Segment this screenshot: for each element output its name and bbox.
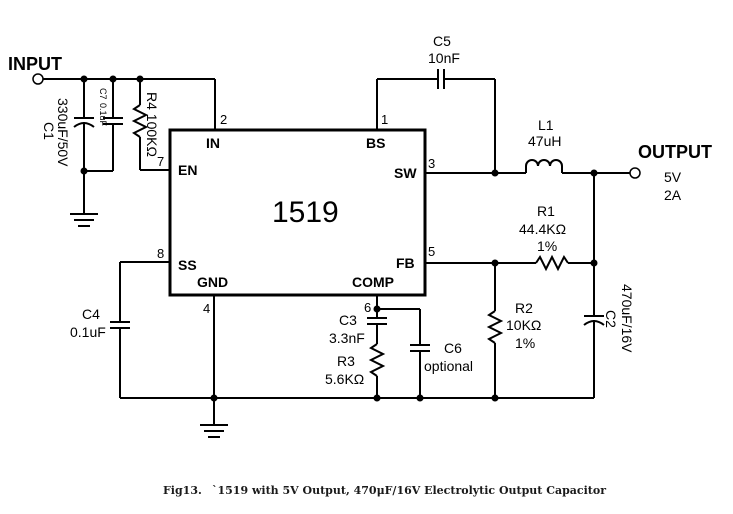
inductor-l1 (525, 159, 563, 173)
l1-name: L1 (538, 117, 554, 133)
pin-ss-name: SS (178, 257, 197, 273)
c1-name: C1 (41, 122, 57, 140)
l1-value: 47uH (528, 133, 561, 149)
r3-value: 5.6KΩ (325, 371, 364, 387)
c4-name: C4 (82, 306, 100, 322)
c4-value: 0.1uF (70, 324, 106, 340)
resistor-r3 (368, 343, 386, 377)
pin-bs-num: 1 (381, 112, 388, 127)
capacitor-c2 (583, 315, 605, 398)
junction-dot (491, 394, 499, 402)
r4-value: 100KΩ (144, 114, 160, 157)
pin-ss-num: 8 (157, 246, 164, 261)
output-voltage: 5V (664, 169, 682, 185)
c1-value: 330uF/50V (55, 98, 71, 167)
resistor-r1 (535, 254, 569, 272)
output-terminal (629, 167, 641, 179)
ic-name: 1519 (272, 196, 339, 229)
capacitor-c4 (110, 321, 130, 398)
pin-bs-name: BS (366, 135, 385, 151)
capacitor-c5 (437, 69, 445, 89)
pin-fb-num: 5 (428, 244, 435, 259)
junction-dot (491, 169, 499, 177)
figure-number: Fig13. (163, 484, 202, 497)
capacitor-c1 (73, 79, 95, 171)
c7-value: 0.1uF (98, 103, 108, 127)
capacitor-c6 (410, 344, 430, 398)
c2-name: C2 (603, 310, 619, 328)
input-label: INPUT (8, 54, 62, 74)
pin-en-num: 7 (157, 154, 164, 169)
pin-comp-name: COMP (352, 274, 394, 290)
c7-name: C7 (98, 88, 108, 100)
ground-symbol (200, 424, 228, 438)
c2-value: 470uF/16V (619, 284, 635, 353)
r2-value: 10KΩ (506, 317, 541, 333)
r1-tol: 1% (537, 238, 557, 254)
c3-value: 3.3nF (329, 330, 365, 346)
r2-tol: 1% (515, 335, 535, 351)
pin-sw-name: SW (394, 165, 417, 181)
pin-en-name: EN (178, 162, 197, 178)
junction-dot (416, 394, 424, 402)
r3-name: R3 (337, 353, 355, 369)
pin-in-name: IN (206, 135, 220, 151)
output-current: 2A (664, 187, 682, 203)
resistor-r2 (486, 310, 504, 344)
c6-value: optional (424, 358, 473, 374)
c5-name: C5 (433, 33, 451, 49)
c6-name: C6 (444, 340, 462, 356)
ic-body (168, 128, 427, 297)
r4-label: R4 100KΩ (144, 92, 160, 157)
resistor-r4 (131, 79, 170, 171)
pin-gnd-num: 4 (203, 301, 210, 316)
pin-sw-num: 3 (428, 156, 435, 171)
figure-caption: `1519 with 5V Output, 470μF/16V Electrol… (212, 484, 606, 497)
junction-dot (210, 394, 218, 402)
r1-name: R1 (537, 203, 555, 219)
pin-comp-num: 6 (364, 300, 371, 315)
capacitor-c7 (103, 79, 123, 171)
junction-dot (590, 259, 598, 267)
r2-name: R2 (515, 300, 533, 316)
c5-value: 10nF (428, 50, 460, 66)
r4-name: R4 (144, 92, 160, 110)
pin-fb-name: FB (396, 255, 415, 271)
pin-in-num: 2 (220, 112, 227, 127)
capacitor-c3 (367, 317, 387, 344)
ground-symbol (70, 213, 98, 227)
c3-name: C3 (339, 312, 357, 328)
pin-gnd-name: GND (197, 274, 228, 290)
output-label: OUTPUT (638, 142, 712, 162)
junction-dot (373, 394, 381, 402)
r1-value: 44.4KΩ (519, 221, 566, 237)
input-terminal (32, 73, 44, 85)
